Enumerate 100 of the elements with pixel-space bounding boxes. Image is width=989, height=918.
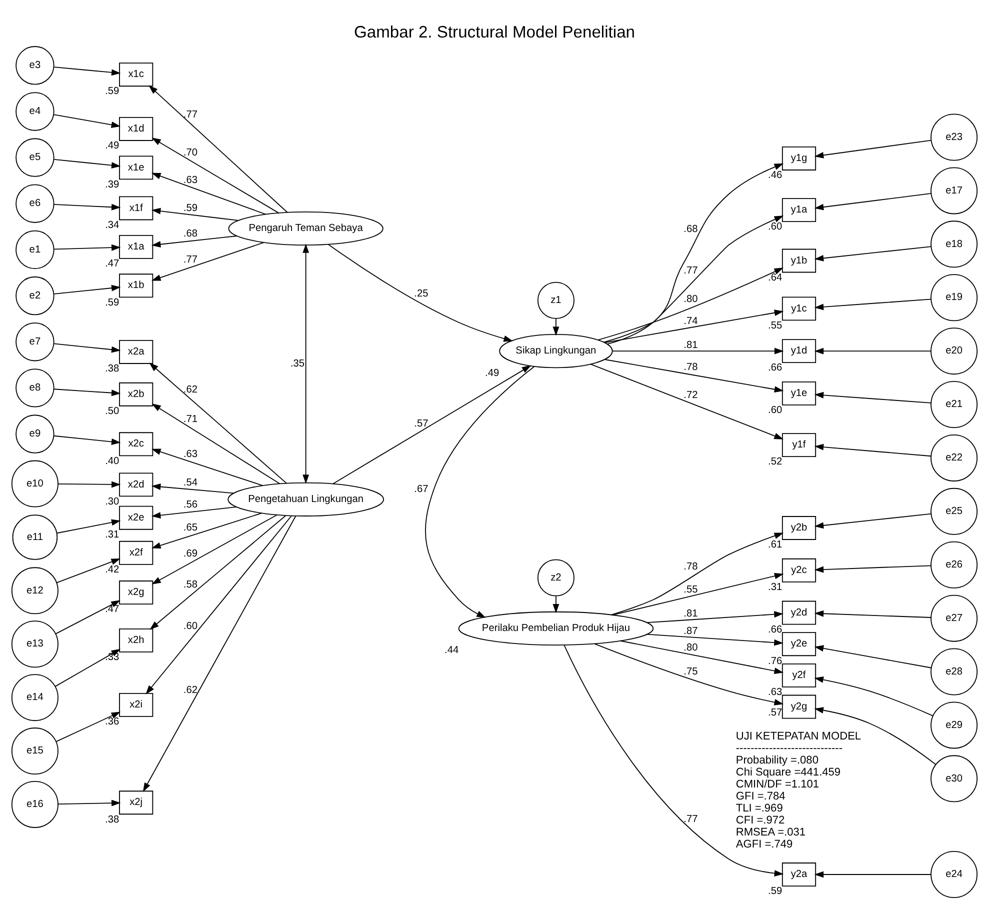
node-label: .46 (768, 170, 782, 182)
node-box: y2d (782, 600, 816, 625)
node-box: x2b (119, 382, 154, 406)
edge-label: .54 (183, 477, 198, 488)
arrow (328, 244, 513, 342)
arrow (55, 600, 120, 634)
edge-label: .77 (183, 254, 198, 266)
node-box: x2a (119, 340, 154, 364)
node-box: x2d (119, 472, 154, 497)
arrow (598, 268, 784, 340)
arrow (54, 388, 121, 396)
label: GFI =.784 (736, 790, 786, 802)
node-circle: e21 (930, 381, 978, 428)
node-box: x2g (119, 580, 154, 604)
edge-label: .80 (684, 642, 698, 654)
edge-label: .59 (183, 202, 198, 214)
edge-label: .68 (684, 224, 698, 235)
node-label: .38 (105, 364, 120, 375)
arrow (612, 572, 784, 616)
edge-label: .65 (183, 522, 198, 534)
arrow (620, 640, 784, 674)
node-label: .55 (768, 320, 782, 332)
arrow (54, 435, 121, 445)
arrow (604, 310, 784, 344)
node-box: x2i (119, 692, 154, 717)
edge-label: .72 (684, 390, 698, 401)
node-ellipse: Pengetahuan Lingkungan (228, 482, 384, 516)
label: TLI =.969 (736, 802, 783, 814)
label: CMIN/DF =1.101 (736, 778, 820, 791)
edge-label: .35 (290, 358, 305, 370)
edge-label: .70 (183, 148, 198, 159)
node-label: .50 (105, 406, 120, 418)
node-circle: e12 (11, 567, 58, 614)
edge-label: .75 (684, 666, 698, 678)
node-circle: z1 (537, 282, 574, 319)
edge-label: .69 (183, 548, 198, 560)
arrow (151, 506, 237, 518)
node-circle: e14 (11, 674, 58, 722)
node-label: .49 (485, 368, 500, 379)
arrow (814, 610, 932, 618)
node-label: .44 (444, 645, 459, 656)
arrow (425, 366, 535, 618)
arrow (152, 514, 278, 584)
node-circle: e3 (16, 46, 54, 85)
arrow (148, 85, 288, 213)
node-label: .34 (105, 220, 120, 231)
node-circle: e7 (16, 322, 54, 362)
node-box: y2e (782, 632, 816, 656)
edge-label: .81 (684, 608, 698, 620)
node-label: .61 (768, 540, 782, 551)
node-label: .60 (768, 222, 782, 233)
node-box: x1a (119, 234, 154, 259)
node-box: y2a (782, 862, 816, 886)
arrow (646, 634, 784, 646)
node-label: .31 (768, 582, 782, 594)
node-box: y2b (782, 516, 816, 540)
label: RMSEA =.031 (736, 826, 806, 838)
arrow (151, 512, 262, 549)
node-label: .49 (105, 140, 120, 152)
node-circle: e5 (16, 138, 54, 177)
label: CFI =.972 (736, 814, 785, 826)
arrow (814, 645, 932, 668)
edge-label: .80 (684, 294, 698, 306)
node-circle: e22 (930, 434, 978, 482)
node-label: .47 (105, 258, 120, 270)
arrow (149, 362, 288, 484)
node-label: .66 (768, 624, 782, 636)
node-circle: e4 (16, 92, 54, 131)
node-label: .52 (768, 456, 782, 468)
node-box: x1c (119, 62, 154, 87)
node-label: .42 (105, 564, 120, 576)
arrow (814, 298, 932, 310)
edge-label: .55 (684, 584, 698, 596)
node-circle: e20 (930, 328, 978, 375)
arrow (57, 800, 121, 806)
arrow (151, 208, 239, 221)
arrow (590, 364, 784, 440)
node-circle: e9 (16, 414, 54, 454)
node-box: x2h (119, 628, 154, 652)
arrow (151, 448, 264, 486)
node-circle: e27 (930, 594, 978, 642)
node-label: .40 (105, 456, 120, 467)
label: Probability =.080 (736, 754, 818, 767)
arrow (612, 348, 784, 354)
node-box: y2g (782, 694, 816, 719)
arrow (814, 193, 932, 210)
arrow (302, 244, 310, 484)
node-box: x1f (119, 196, 154, 220)
edge-label: .62 (183, 684, 198, 696)
node-box: x2f (119, 540, 154, 565)
edge-label: .74 (684, 316, 698, 328)
node-label: .31 (105, 529, 120, 540)
label: UJI KETEPATAN MODEL (736, 730, 862, 743)
node-box: y2c (782, 558, 816, 582)
edge-label: .71 (183, 414, 198, 425)
node-box: x1e (119, 156, 154, 180)
edge-label: .68 (183, 228, 198, 240)
node-circle: z2 (537, 559, 574, 596)
node-box: x1d (119, 117, 154, 141)
arrow (150, 515, 286, 630)
